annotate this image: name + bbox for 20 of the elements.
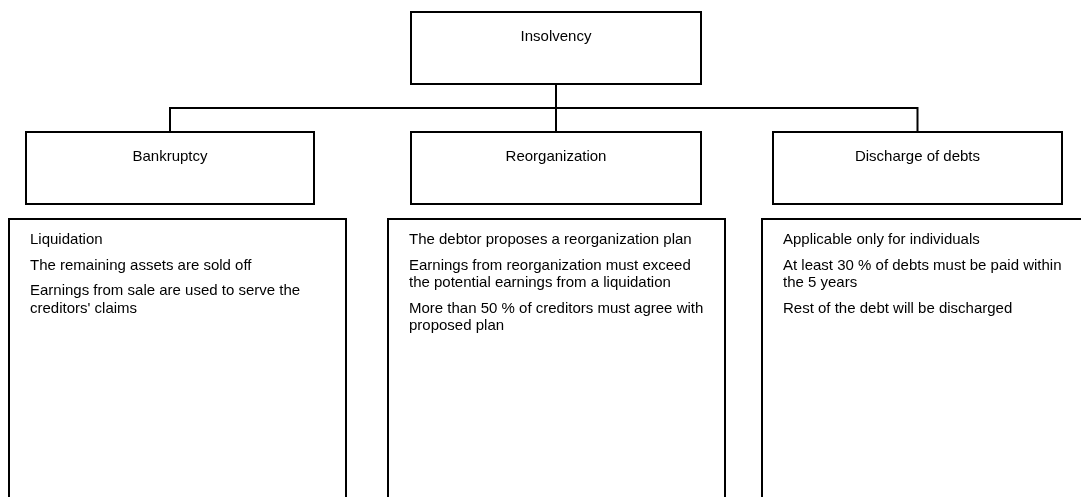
description-text: The remaining assets are sold off <box>30 255 253 274</box>
description-box <box>761 218 1081 497</box>
description-text: Rest of the debt will be discharged <box>783 298 1014 317</box>
description-box <box>387 218 726 497</box>
box-title: Reorganization <box>504 147 608 164</box>
box-title: Insolvency <box>519 27 593 44</box>
description-text: At least 30 % of debts must be paid within the 5 years <box>783 255 1063 291</box>
box-title: Discharge of debts <box>853 147 982 164</box>
category-box <box>772 131 1063 205</box>
description-text: The debtor proposes a reorganization plan <box>409 230 693 248</box>
box-title: Bankruptcy <box>131 147 209 164</box>
description-text: Earnings from reorganization must exceed the potential earnings from a liquidation <box>409 255 692 291</box>
category-box <box>25 131 315 205</box>
category-box <box>410 131 702 205</box>
description-box <box>8 218 347 497</box>
description-text: Applicable only for individuals <box>783 230 981 248</box>
description-text: More than 50 % of creditors must agree with proposed plan <box>409 298 705 334</box>
category-box <box>410 11 702 85</box>
description-text: Liquidation <box>30 230 104 248</box>
description-text: Earnings from sale are used to serve the creditors' claims <box>30 281 302 317</box>
